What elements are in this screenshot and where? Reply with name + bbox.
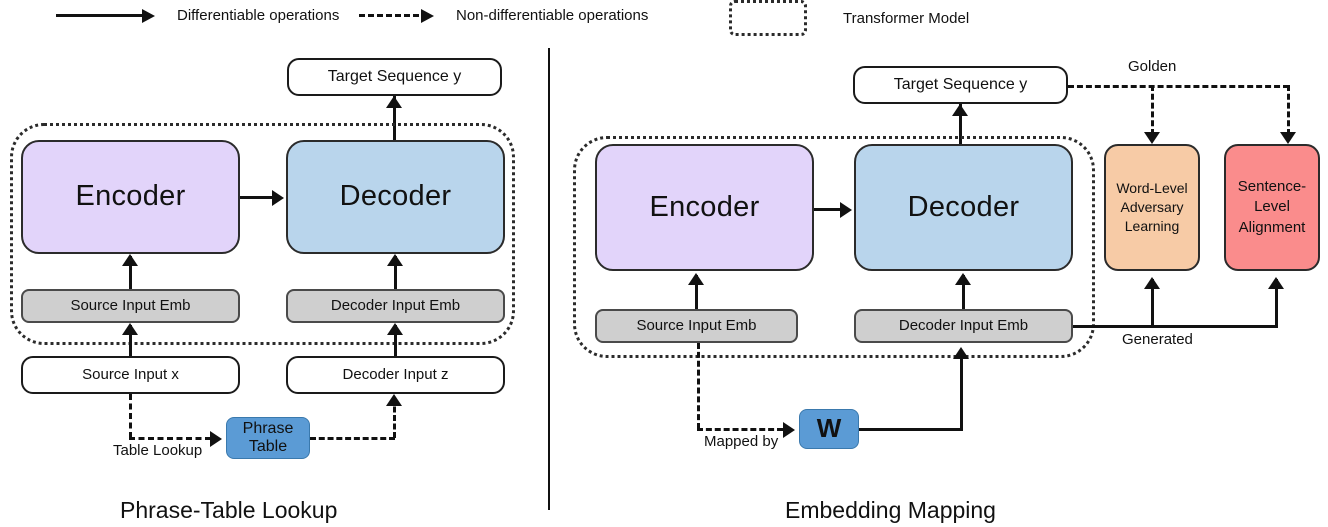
arrow-head-icon xyxy=(142,8,155,23)
legend-item-transformer-model: Transformer Model xyxy=(729,0,969,36)
golden-dashed-horizontal xyxy=(1068,85,1289,88)
sentence-level-label-line3: Alignment xyxy=(1238,218,1306,236)
right-encoder-box: Encoder xyxy=(595,144,814,271)
legend-label-non-differentiable: Non-differentiable operations xyxy=(456,7,649,24)
right-encoder-to-decoder-line xyxy=(814,208,842,211)
generated-arrow-word-level xyxy=(1144,277,1160,289)
left-decinput-to-decemb-line xyxy=(394,325,397,356)
sentence-level-label-line1: Sentence- xyxy=(1237,178,1307,196)
word-level-label-line1: Word-Level xyxy=(1116,180,1188,197)
mapped-by-label: Mapped by xyxy=(704,433,779,450)
left-decoder-input-emb-label: Decoder Input Emb xyxy=(330,297,461,315)
mapping-matrix-label: W xyxy=(816,413,842,444)
left-source-input-emb-label: Source Input Emb xyxy=(70,297,191,315)
right-decemb-to-decoder-line xyxy=(962,275,965,309)
w-to-decemb-arrow xyxy=(953,347,969,359)
left-dashed-up-to-decinput xyxy=(393,398,396,438)
generated-label: Generated xyxy=(1122,331,1193,348)
legend-item-differentiable: Differentiable operations xyxy=(56,7,339,24)
right-target-sequence-label: Target Sequence y xyxy=(893,75,1028,93)
golden-arrow-word-level xyxy=(1144,132,1160,144)
solid-line-icon xyxy=(56,14,142,17)
left-encoder-to-decoder-line xyxy=(240,196,274,199)
dashed-line-icon xyxy=(359,14,419,17)
phrase-table-label-line2: Table xyxy=(248,438,288,455)
golden-dashed-down-sentence-level xyxy=(1287,85,1290,135)
left-panel-caption: Phrase-Table Lookup xyxy=(120,497,338,523)
legend-label-differentiable: Differentiable operations xyxy=(177,7,340,24)
right-decoder-label: Decoder xyxy=(907,190,1020,223)
right-dashed-to-w-arrow xyxy=(783,422,795,438)
left-phrase-table-dashed-right xyxy=(310,437,395,440)
left-source-input-box: Source Input x xyxy=(21,356,240,394)
generated-arrow-sentence-level xyxy=(1268,277,1284,289)
right-decemb-to-decoder-arrow xyxy=(955,273,971,285)
sentence-level-alignment-box: Sentence- Level Alignment xyxy=(1224,144,1320,271)
left-srcemb-to-encoder-arrow xyxy=(122,254,138,266)
left-transformer-container xyxy=(10,123,515,345)
left-encoder-to-decoder-arrow xyxy=(272,190,284,206)
legend-label-transformer-model: Transformer Model xyxy=(843,9,970,27)
right-decoder-to-target-arrow xyxy=(952,104,968,116)
word-level-adversary-learning-box: Word-Level Adversary Learning xyxy=(1104,144,1200,271)
right-encoder-label: Encoder xyxy=(649,190,760,223)
left-srcinput-to-srcemb-arrow xyxy=(122,323,138,335)
left-decoder-input-label: Decoder Input z xyxy=(342,366,449,384)
golden-label: Golden xyxy=(1128,58,1177,75)
left-encoder-label: Encoder xyxy=(75,180,186,213)
left-decoder-to-target-line xyxy=(393,96,396,142)
generated-horizontal-line xyxy=(1073,325,1278,328)
left-decemb-to-decoder-arrow xyxy=(387,254,403,266)
left-target-sequence-label: Target Sequence y xyxy=(327,67,462,85)
right-srcemb-to-encoder-arrow xyxy=(688,273,704,285)
left-decoder-input-emb-box: Decoder Input Emb xyxy=(286,289,505,323)
left-source-input-emb-box: Source Input Emb xyxy=(21,289,240,323)
right-panel-caption: Embedding Mapping xyxy=(785,497,996,523)
left-srcinput-dashed-down xyxy=(129,394,132,438)
left-decoder-label: Decoder xyxy=(339,180,452,213)
legend-item-non-differentiable: Non-differentiable operations xyxy=(359,7,648,24)
right-dashed-to-w xyxy=(697,428,783,431)
dotted-box-icon xyxy=(729,0,807,36)
w-to-decemb-vertical xyxy=(960,351,963,429)
panel-divider xyxy=(548,48,550,510)
left-decinput-to-decemb-arrow xyxy=(387,323,403,335)
phrase-table-box: Phrase Table xyxy=(226,417,310,459)
arrow-head-icon xyxy=(421,8,434,23)
left-target-sequence-box: Target Sequence y xyxy=(287,58,502,96)
left-srcinput-to-srcemb-line xyxy=(129,325,132,356)
right-source-input-emb-box: Source Input Emb xyxy=(595,309,798,343)
golden-dashed-down-word-level xyxy=(1151,85,1154,135)
w-to-decemb-horizontal xyxy=(859,428,963,431)
left-dashed-to-phrase-table xyxy=(129,437,211,440)
golden-arrow-sentence-level xyxy=(1280,132,1296,144)
right-decoder-input-emb-box: Decoder Input Emb xyxy=(854,309,1073,343)
table-lookup-label: Table Lookup xyxy=(113,442,203,459)
right-decoder-to-target-line xyxy=(959,104,962,152)
right-encoder-to-decoder-arrow xyxy=(840,202,852,218)
left-dashed-to-phrase-table-arrow xyxy=(210,431,222,447)
generated-up-sentence-level xyxy=(1275,279,1278,325)
left-decemb-to-decoder-line xyxy=(394,256,397,289)
sentence-level-label-line2: Level xyxy=(1254,198,1290,216)
right-decoder-box: Decoder xyxy=(854,144,1073,271)
left-srcemb-to-encoder-line xyxy=(129,256,132,289)
mapping-matrix-box: W xyxy=(799,409,859,449)
right-srcemb-to-encoder-line xyxy=(695,275,698,309)
right-target-sequence-box: Target Sequence y xyxy=(853,66,1068,104)
left-decoder-box: Decoder xyxy=(286,140,505,254)
phrase-table-label-line1: Phrase xyxy=(242,420,294,438)
left-dashed-to-decinput-arrow xyxy=(386,394,402,406)
word-level-label-line3: Learning xyxy=(1124,217,1180,234)
left-decoder-to-target-arrow xyxy=(386,96,402,108)
generated-up-word-level xyxy=(1151,279,1154,325)
right-transformer-container xyxy=(573,136,1095,358)
right-source-input-emb-label: Source Input Emb xyxy=(636,317,757,335)
right-decoder-input-emb-label: Decoder Input Emb xyxy=(898,317,1029,335)
right-srcemb-dashed-down xyxy=(697,343,700,429)
left-encoder-box: Encoder xyxy=(21,140,240,254)
left-decoder-input-box: Decoder Input z xyxy=(286,356,505,394)
word-level-label-line2: Adversary xyxy=(1120,199,1184,216)
left-source-input-label: Source Input x xyxy=(82,366,179,384)
